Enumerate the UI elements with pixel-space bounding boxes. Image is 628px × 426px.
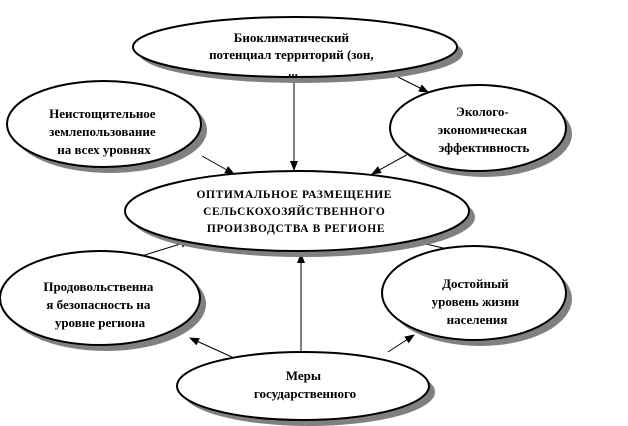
state-line-2: государственного xyxy=(254,386,356,401)
living-line-1: Достойный xyxy=(442,276,509,291)
node-state-measures: Меры государственного xyxy=(176,351,435,426)
node-eco-economic-efficiency: Эколого- экономическая эффективность xyxy=(389,84,572,177)
eco-line-2: экономическая xyxy=(438,122,527,137)
ellipse-body xyxy=(381,245,567,341)
state-line-1: Меры xyxy=(286,368,321,383)
ellipse-body xyxy=(6,80,202,168)
eco-line-3: эффективность xyxy=(439,140,530,155)
arrow-bioclimatic-to-eco xyxy=(397,76,429,93)
center-line-3: ПРОИЗВОДСТВА В РЕГИОНЕ xyxy=(207,223,385,235)
svg-text:Неистощительное землепол: Неистощительное землепользование на всех… xyxy=(49,106,159,157)
land-use-line-3: на всех уровнях xyxy=(57,142,151,157)
node-bioclimatic-potential: Биоклиматический потенциал территорий (з… xyxy=(132,16,463,83)
living-line-3: населения xyxy=(447,312,508,327)
svg-text:Продовольственна я безоп: Продовольственна я безопасность на уровн… xyxy=(43,279,156,330)
svg-text:Достойный уровень жизни: Достойный уровень жизни населения xyxy=(432,276,523,327)
svg-text:Биоклиматический потен: Биоклиматический потенциал территорий (з… xyxy=(209,30,377,79)
bioclimatic-line-3: ... xyxy=(288,64,298,79)
ellipse-body xyxy=(176,351,430,421)
node-living-standard: Достойный уровень жизни населения xyxy=(381,245,572,346)
land-use-line-2: землепользование xyxy=(49,124,156,139)
ellipse-body xyxy=(124,170,470,252)
svg-text:ОПТИМАЛЬНОЕ РАЗМЕЩЕНИЕ С: ОПТИМАЛЬНОЕ РАЗМЕЩЕНИЕ СЕЛЬСКОХОЗЯЙСТВЕН… xyxy=(197,189,396,235)
bioclimatic-line-1: Биоклиматический xyxy=(234,30,350,45)
food-line-3: уровне региона xyxy=(55,315,146,330)
food-line-2: я безопасность на xyxy=(46,297,151,312)
arrow-state-to-living xyxy=(387,334,415,353)
land-use-line-1: Неистощительное xyxy=(49,106,156,121)
bioclimatic-line-2: потенциал территорий (зон, xyxy=(209,47,374,62)
svg-text:Меры государственного: Меры государственного xyxy=(254,368,356,401)
node-food-security: Продовольственна я безопасность на уровн… xyxy=(0,250,206,351)
living-line-2: уровень жизни xyxy=(432,294,520,309)
food-line-1: Продовольственна xyxy=(43,279,154,294)
node-optimal-placement-center: ОПТИМАЛЬНОЕ РАЗМЕЩЕНИЕ СЕЛЬСКОХОЗЯЙСТВЕН… xyxy=(124,170,475,257)
node-sustainable-land-use: Неистощительное землепользование на всех… xyxy=(6,80,207,173)
svg-text:Эколого- экономическая: Эколого- экономическая эффективность xyxy=(438,104,531,155)
center-line-2: СЕЛЬСКОХОЗЯЙСТВЕННОГО xyxy=(203,204,385,218)
arrow-state-to-food xyxy=(189,337,233,358)
eco-line-1: Эколого- xyxy=(456,104,509,119)
ellipse-body xyxy=(389,84,567,172)
center-line-1: ОПТИМАЛЬНОЕ РАЗМЕЩЕНИЕ xyxy=(197,189,393,201)
ellipse-body xyxy=(132,16,458,78)
ellipse-body xyxy=(0,250,201,346)
arrow-eco-to-center xyxy=(371,152,411,175)
arrow-landuse-to-center xyxy=(201,155,235,175)
